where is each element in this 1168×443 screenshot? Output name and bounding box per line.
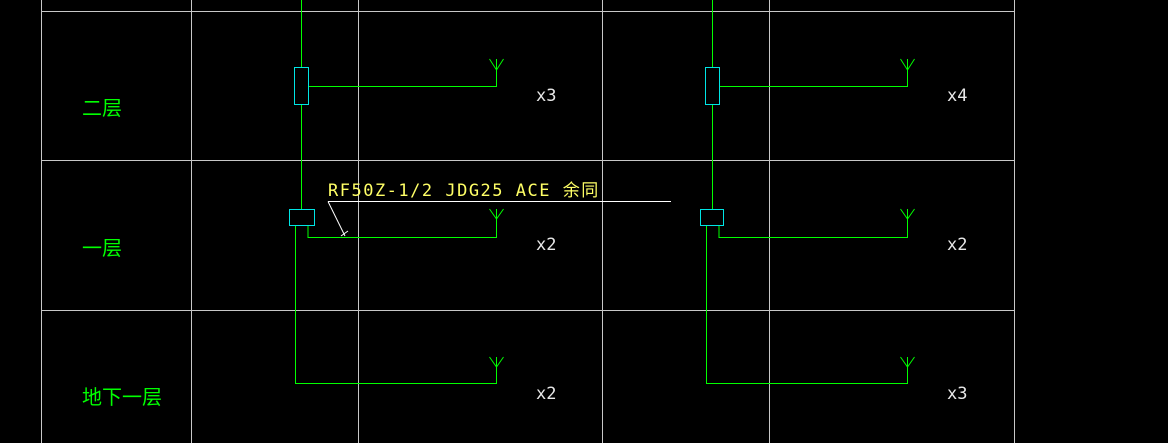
antenna-icon [489,58,504,71]
grid [41,0,1015,443]
count-f1-right: x2 [947,235,967,255]
floor-label-b1: 地下一层 [82,385,162,409]
floor-label-2: 二层 [82,96,122,120]
right-f1-feeder [718,219,908,238]
coupler-icon [705,67,720,105]
floor-label-1: 一层 [82,236,122,260]
annotation-leader-tick [340,230,349,237]
annotation-text: RF50Z-1/2 JDG25 ACE 余同 [328,181,600,201]
count-f2-right: x4 [947,86,967,106]
antenna-counts: x3 x4 x2 x2 x2 x3 [536,86,967,404]
couplers [294,67,720,105]
count-b1-right: x3 [947,384,967,404]
left-riser [295,0,497,384]
splitters [289,209,724,226]
antennas [489,58,915,368]
left-f1-feeder [307,219,497,238]
splitter-icon [289,209,315,226]
antenna-icon [900,208,915,220]
antenna-icon [900,58,915,71]
coupler-icon [294,67,309,105]
left-b1-feeder [295,225,497,384]
count-f1-left: x2 [536,235,556,255]
count-b1-left: x2 [536,384,556,404]
count-f2-left: x3 [536,86,556,106]
splitter-icon [700,209,724,226]
antenna-icon [489,356,504,368]
right-b1-feeder [706,225,908,384]
antenna-icon [489,208,504,220]
cable-annotation: RF50Z-1/2 JDG25 ACE 余同 [327,181,671,237]
annotation-leader [327,201,346,237]
antenna-icon [900,356,915,368]
right-riser [706,0,908,384]
floor-labels: 二层 一层 地下一层 [82,96,162,409]
